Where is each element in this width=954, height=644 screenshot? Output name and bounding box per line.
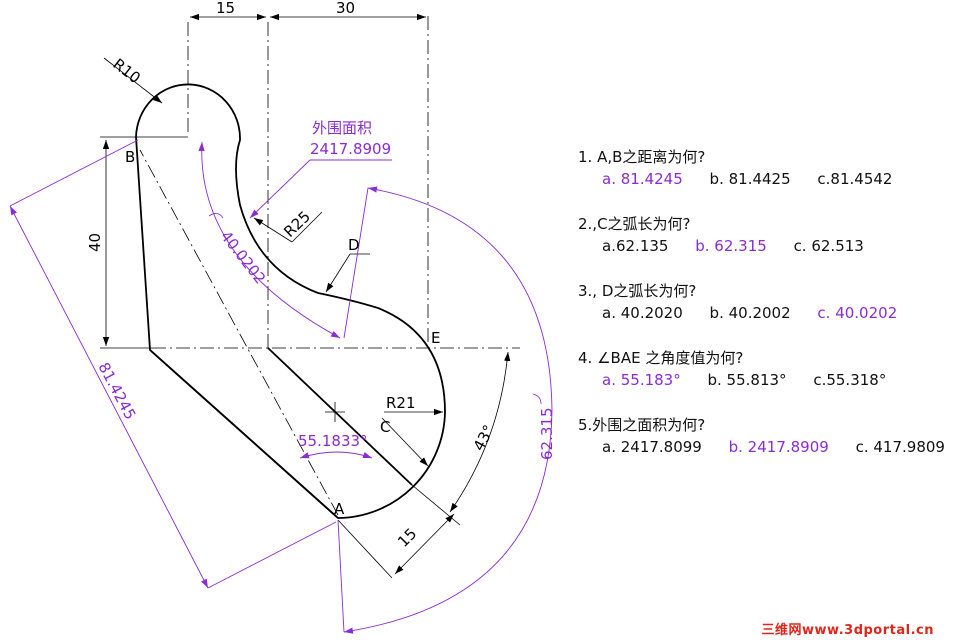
point-c: C	[380, 418, 390, 436]
option-a: a. 55.183°	[602, 371, 681, 389]
option-c: c. 40.0202	[817, 304, 898, 322]
option-c: c. 62.513	[793, 237, 864, 255]
question-panel: 1. A,B之距离为何? a. 81.4245 b. 81.4425 c.81.…	[578, 146, 948, 481]
option-c: c. 417.9809	[855, 438, 945, 456]
option-a: a. 81.4245	[602, 170, 683, 188]
dim-40: 40	[86, 233, 104, 252]
question-3: 3., D之弧长为何? a. 40.2020 b. 40.2002 c. 40.…	[578, 280, 948, 324]
question-title: 4. ∠BAE 之角度值为何?	[578, 349, 744, 367]
option-a: a. 2417.8099	[602, 438, 702, 456]
question-options: a.62.135 b. 62.315 c. 62.513	[578, 235, 948, 257]
question-2: 2.,C之弧长为何? a.62.135 b. 62.315 c. 62.513	[578, 213, 948, 257]
option-b: b. 81.4425	[709, 170, 791, 188]
question-1: 1. A,B之距离为何? a. 81.4245 b. 81.4425 c.81.…	[578, 146, 948, 190]
option-b: b. 40.2002	[709, 304, 791, 322]
dim-top-15: 15	[216, 0, 235, 17]
extension-lines	[100, 136, 461, 579]
dim-angle-43: 43°	[470, 422, 498, 454]
center-mark	[325, 402, 345, 422]
watermark: 三维网www.3dportal.cn	[761, 623, 934, 638]
arc-d-value: 40.0202	[217, 227, 269, 287]
area-label: 外围面积	[312, 119, 372, 137]
dim-top-30: 30	[336, 0, 355, 17]
question-title: 2.,C之弧长为何?	[578, 215, 691, 233]
option-c: c.81.4542	[817, 170, 893, 188]
point-b: B	[125, 148, 135, 166]
question-title: 1. A,B之距离为何?	[578, 148, 706, 166]
question-title: 3., D之弧长为何?	[578, 282, 697, 300]
option-a: a.62.135	[602, 237, 669, 255]
dim-r10: R10	[110, 55, 144, 87]
point-e: E	[431, 329, 440, 347]
option-b: b. 2417.8909	[728, 438, 829, 456]
option-b: b. 55.813°	[707, 371, 787, 389]
angle-bae-value: 55.1833°	[298, 432, 368, 450]
point-a: A	[334, 500, 345, 518]
question-title: 5.外围之面积为何?	[578, 416, 706, 434]
dim-15-bottom: 15	[394, 525, 420, 551]
question-options: a. 55.183° b. 55.813° c.55.318°	[578, 369, 948, 391]
area-value: 2417.8909	[310, 140, 391, 158]
dim-r21: R21	[386, 394, 416, 412]
question-options: a. 40.2020 b. 40.2002 c. 40.0202	[578, 302, 948, 324]
arc-c-value: 62.315	[538, 408, 556, 461]
purple-annotations	[9, 139, 553, 634]
option-c: c.55.318°	[813, 371, 887, 389]
point-d: D	[348, 236, 360, 254]
question-4: 4. ∠BAE 之角度值为何? a. 55.183° b. 55.813° c.…	[578, 347, 948, 391]
option-a: a. 40.2020	[602, 304, 683, 322]
dim-r25: R25	[280, 207, 314, 240]
question-options: a. 81.4245 b. 81.4425 c.81.4542	[578, 168, 948, 190]
option-b: b. 62.315	[695, 237, 767, 255]
part-outline	[135, 83, 446, 519]
question-5: 5.外围之面积为何? a. 2417.8099 b. 2417.8909 c. …	[578, 414, 948, 458]
question-options: a. 2417.8099 b. 2417.8909 c. 417.9809	[578, 436, 948, 458]
